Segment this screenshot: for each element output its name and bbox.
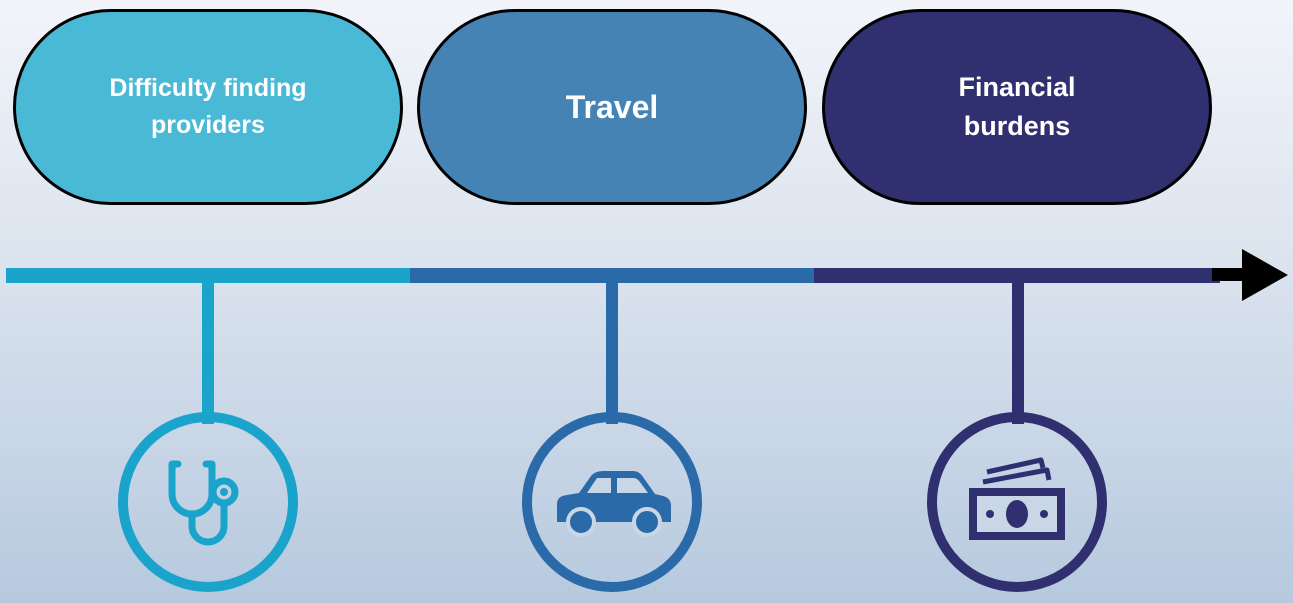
barrier-label: Financial burdens [958, 72, 1076, 141]
icon-circle-car [522, 412, 702, 592]
barrier-label: Travel [565, 89, 659, 125]
timeline-connector [606, 281, 618, 424]
timeline-segment [814, 268, 1220, 283]
barrier-pill-travel: Travel [417, 9, 807, 205]
barrier-label: Difficulty finding providers [109, 74, 307, 139]
timeline-segment [410, 268, 814, 283]
timeline-segment [6, 268, 410, 283]
barrier-pill-difficulty-finding-providers: Difficulty finding providers [13, 9, 403, 205]
timeline-connector [1012, 281, 1024, 424]
icon-circle-stethoscope [118, 412, 298, 592]
icon-circle-money [927, 412, 1107, 592]
stethoscope-icon [168, 460, 239, 546]
car-icon [557, 471, 671, 537]
timeline-connector [202, 281, 214, 424]
timeline-arrow-icon [1212, 249, 1288, 301]
money-icon [969, 457, 1065, 540]
barrier-pill-financial-burdens: Financial burdens [822, 9, 1212, 205]
